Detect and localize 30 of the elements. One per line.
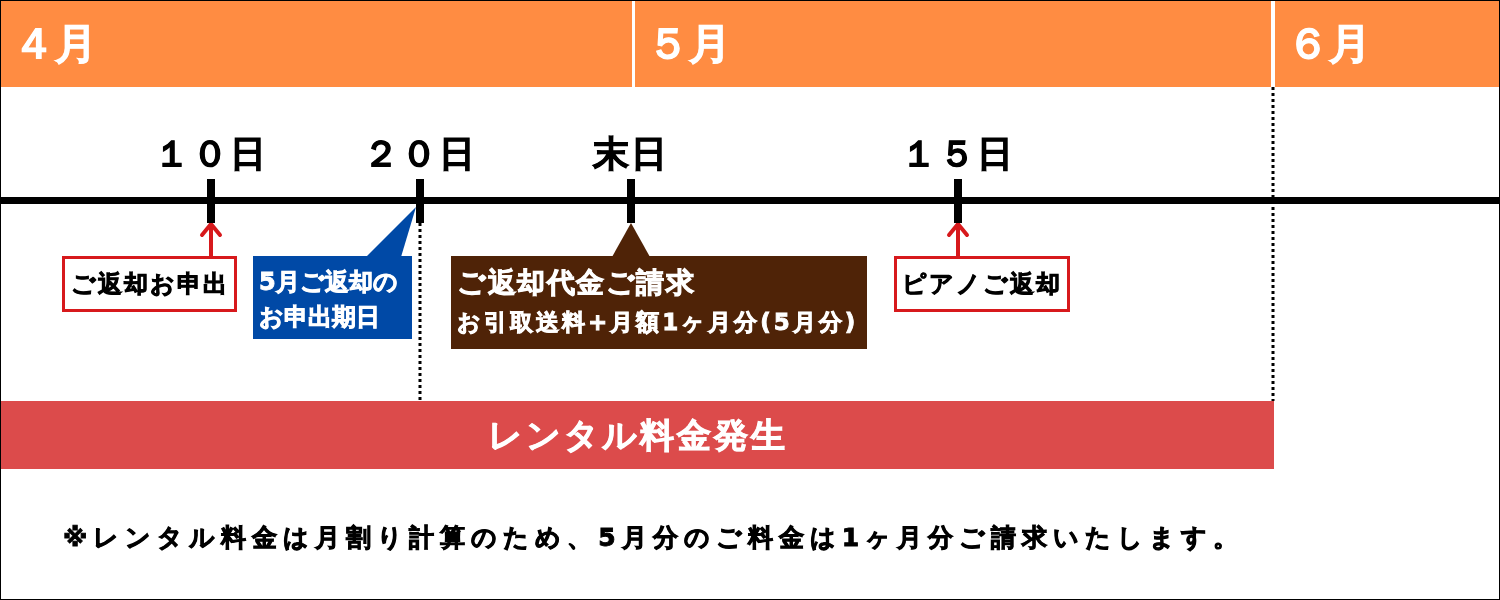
date-label: １５日 — [901, 136, 1015, 172]
callout-pointer — [366, 207, 416, 257]
callout-heading: ご返却代金ご請求 — [457, 265, 696, 301]
event-box — [894, 256, 1070, 312]
month-label: ４月 — [13, 23, 97, 65]
tick-mark — [207, 179, 215, 223]
rental-period-bar — [1, 401, 1274, 469]
date-label: １０日 — [154, 136, 268, 172]
date-label: ２０日 — [363, 136, 477, 172]
callout-text: 5月ご返却のお申出期日 — [259, 267, 399, 333]
event-box — [62, 256, 237, 312]
callout-pointer — [612, 223, 650, 257]
event-text: ピアノご返却 — [902, 272, 1062, 296]
month-label: ５月 — [647, 23, 731, 65]
tick-mark — [627, 179, 635, 223]
callout-box — [451, 256, 867, 349]
tick-mark — [416, 179, 424, 223]
month-band — [1, 1, 632, 87]
month-band — [635, 1, 1271, 87]
bar-label: レンタル料金発生 — [487, 418, 788, 452]
month-label: ６月 — [1287, 23, 1371, 65]
tick-mark — [954, 179, 962, 223]
arrow — [947, 222, 969, 256]
date-label: 末日 — [593, 136, 669, 172]
month-band — [1275, 1, 1499, 87]
event-text: ご返却お申出 — [70, 272, 229, 296]
footnote-text: ※レンタル料金は月割り計算のため、5月分のご料金は1ヶ月分ご請求いたします。 — [63, 522, 1245, 554]
callout-detail: お引取送料+月額1ヶ月分(5月分) — [457, 308, 859, 337]
arrow — [200, 222, 222, 256]
dotted-connector — [418, 223, 422, 401]
